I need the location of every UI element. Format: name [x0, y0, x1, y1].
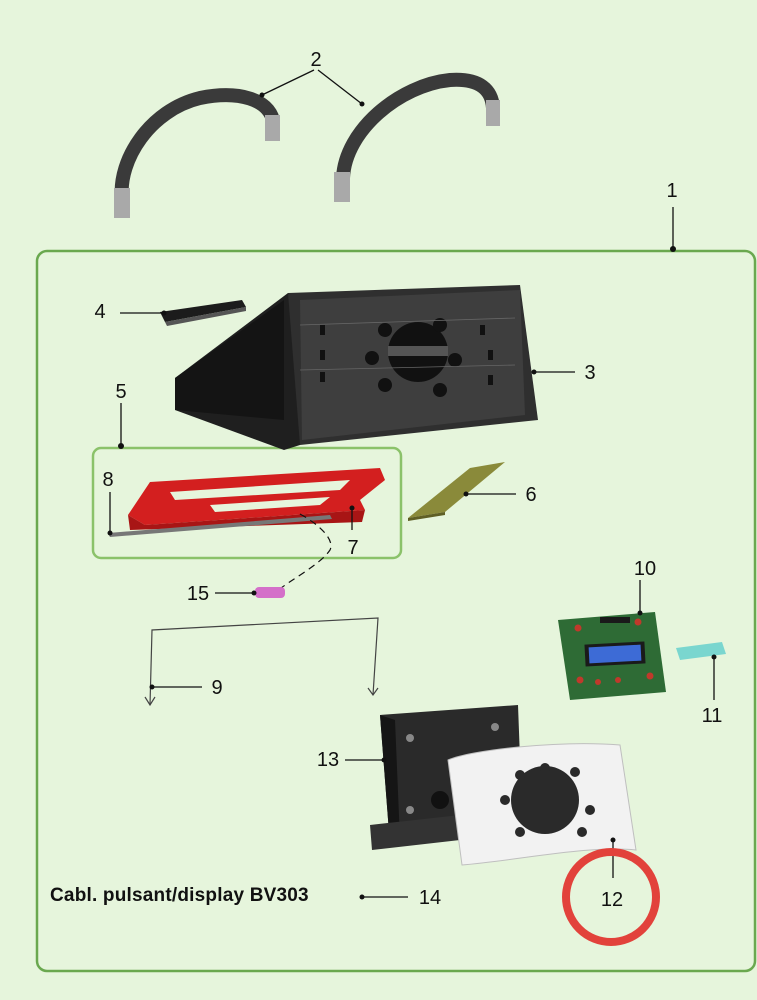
- callout-12: 12: [600, 889, 624, 911]
- callout-3: 3: [584, 362, 596, 384]
- callout-14: 14: [418, 887, 442, 909]
- callout-4: 4: [94, 301, 106, 323]
- display-pcb: [558, 612, 666, 700]
- handle-left: [114, 88, 280, 218]
- cable-caption: Cabl. pulsant/display BV303: [50, 885, 309, 906]
- callout-9: 9: [211, 677, 223, 699]
- red-tray: [128, 468, 385, 530]
- handle-right: [334, 72, 500, 202]
- tray-subassembly-frame: [91, 446, 403, 560]
- callout-15: 15: [186, 583, 210, 605]
- bracket: [160, 300, 246, 326]
- callout-5: 5: [115, 381, 127, 403]
- callout-11: 11: [701, 705, 723, 727]
- callout-1: 1: [666, 180, 678, 202]
- highlight-circle: [562, 848, 660, 946]
- leader-lines: [107, 69, 717, 900]
- front-plate: [447, 743, 637, 866]
- plate: [408, 462, 505, 521]
- callout-7: 7: [347, 537, 359, 559]
- callout-8: 8: [102, 469, 114, 491]
- callout-2: 2: [310, 49, 322, 71]
- wire: [144, 617, 379, 707]
- button-strip: [676, 642, 726, 660]
- main-housing: [175, 285, 538, 450]
- rail: [108, 515, 332, 537]
- assembly-frame: [35, 249, 757, 973]
- fuse-link: [275, 513, 332, 593]
- callout-6: 6: [525, 484, 537, 506]
- callout-13: 13: [316, 749, 340, 771]
- fuse: [255, 587, 285, 598]
- callout-10: 10: [633, 558, 657, 580]
